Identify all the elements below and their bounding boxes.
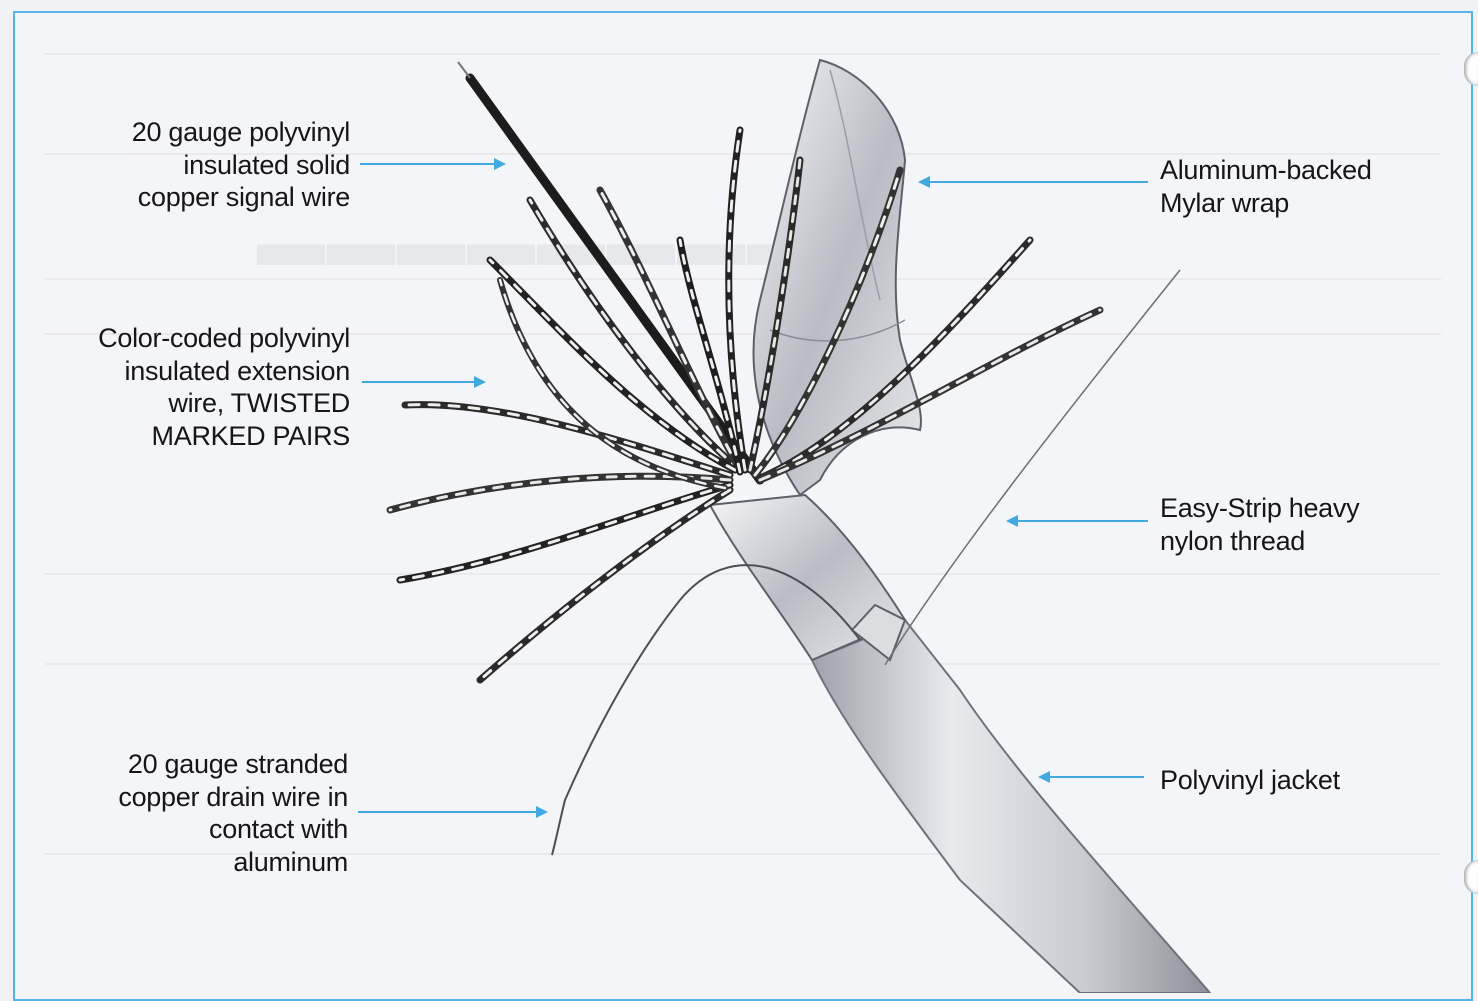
- foil-shield-shape: [710, 495, 905, 660]
- polyvinyl-jacket-shape: [812, 620, 1210, 993]
- leader-arrow-extension-wire: [362, 381, 476, 383]
- leader-arrow-mylar-wrap: [928, 181, 1148, 183]
- leader-arrow-jacket: [1048, 776, 1144, 778]
- nylon-thread-shape: [885, 270, 1180, 665]
- leader-arrow-drain-wire: [358, 811, 538, 813]
- twisted-pairs-shape: [390, 130, 1100, 680]
- leader-arrow-nylon-thread: [1016, 520, 1148, 522]
- leader-arrow-signal-wire: [360, 163, 496, 165]
- label-jacket: Polyvinyl jacket: [1160, 764, 1420, 797]
